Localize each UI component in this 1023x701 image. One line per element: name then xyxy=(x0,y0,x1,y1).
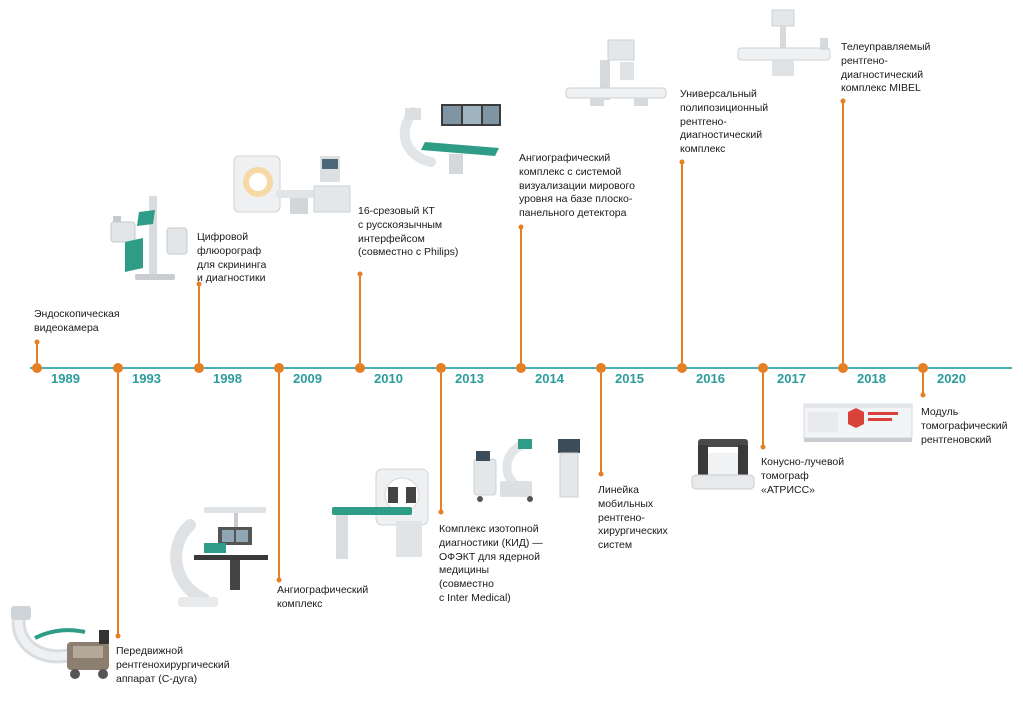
connector-end-2014 xyxy=(518,224,524,230)
connector-2017 xyxy=(762,373,764,447)
year-marker-2013 xyxy=(436,363,446,373)
connector-end-2013 xyxy=(438,509,444,515)
year-label-2020: 2020 xyxy=(934,372,969,386)
connector-end-2010 xyxy=(357,271,363,277)
caption-1989: Эндоскопическая видеокамера xyxy=(34,308,120,334)
year-label-1993: 1993 xyxy=(129,372,164,386)
connector-1993 xyxy=(117,373,119,636)
year-label-2009: 2009 xyxy=(290,372,325,386)
connector-2014 xyxy=(520,227,522,363)
connector-2018 xyxy=(842,101,844,363)
caption-2020: Модуль томографический рентгеновский xyxy=(921,406,1008,446)
year-marker-1993 xyxy=(113,363,123,373)
caption-2017: Конусно-лучевой томограф «АТРИСС» xyxy=(761,456,845,496)
year-label-2015: 2015 xyxy=(612,372,647,386)
year-label-2013: 2013 xyxy=(452,372,487,386)
connector-2016 xyxy=(681,162,683,363)
connector-end-2020 xyxy=(920,392,926,398)
radiography-table-icon xyxy=(565,39,667,106)
c-arm-icon xyxy=(11,606,109,679)
year-marker-2016 xyxy=(677,363,687,373)
spect-system-icon xyxy=(332,468,429,559)
year-marker-2018 xyxy=(838,363,848,373)
caption-2016: Универсальный полипозиционный рентгено- … xyxy=(680,88,769,156)
cone-beam-ct-icon xyxy=(691,439,755,490)
year-label-2017: 2017 xyxy=(774,372,809,386)
year-marker-2010 xyxy=(355,363,365,373)
connector-end-2015 xyxy=(598,471,604,477)
year-label-2014: 2014 xyxy=(532,372,567,386)
caption-1998: Цифровой флюорограф для скрининга и диаг… xyxy=(197,231,267,285)
flat-panel-angiography-icon xyxy=(399,104,501,174)
connector-1998 xyxy=(198,284,200,363)
fluorograph-icon xyxy=(110,196,188,280)
mobile-module-icon xyxy=(803,403,913,442)
caption-2014: Ангиографический комплекс с системой виз… xyxy=(519,152,635,220)
caption-1993: Передвижной рентгенохирургический аппара… xyxy=(116,645,230,685)
caption-2009: Ангиографический комплекс xyxy=(277,584,369,610)
caption-2010: 16-срезовый КТ с русскоязычным интерфейс… xyxy=(358,205,459,259)
angiography-system-icon xyxy=(170,507,268,607)
caption-2018: Телеуправляемый рентгено- диагностически… xyxy=(841,41,931,95)
year-label-2010: 2010 xyxy=(371,372,406,386)
connector-end-2018 xyxy=(840,98,846,104)
mobile-c-arm-icon xyxy=(473,439,580,502)
connector-end-1998 xyxy=(196,281,202,287)
year-marker-2014 xyxy=(516,363,526,373)
year-label-1989: 1989 xyxy=(48,372,83,386)
year-label-2016: 2016 xyxy=(693,372,728,386)
caption-2013: Комплекс изотопной диагностики (КИД) — О… xyxy=(439,523,543,604)
connector-end-2017 xyxy=(760,444,766,450)
year-marker-2009 xyxy=(274,363,284,373)
year-label-2018: 2018 xyxy=(854,372,889,386)
connector-2015 xyxy=(600,373,602,474)
remote-xray-icon xyxy=(737,9,831,76)
connector-2009 xyxy=(278,373,280,580)
year-marker-1989 xyxy=(32,363,42,373)
caption-2015: Линейка мобильных рентгено- хирургически… xyxy=(598,484,668,552)
connector-end-2016 xyxy=(679,159,685,165)
year-label-1998: 1998 xyxy=(210,372,245,386)
connector-end-1989 xyxy=(34,339,40,345)
connector-end-2009 xyxy=(276,577,282,583)
connector-1989 xyxy=(36,342,38,363)
connector-end-1993 xyxy=(115,633,121,639)
connector-2020 xyxy=(922,373,924,395)
ct-scanner-icon xyxy=(233,155,351,214)
year-marker-2015 xyxy=(596,363,606,373)
connector-2010 xyxy=(359,274,361,363)
connector-2013 xyxy=(440,373,442,512)
year-marker-2020 xyxy=(918,363,928,373)
year-marker-2017 xyxy=(758,363,768,373)
year-marker-1998 xyxy=(194,363,204,373)
